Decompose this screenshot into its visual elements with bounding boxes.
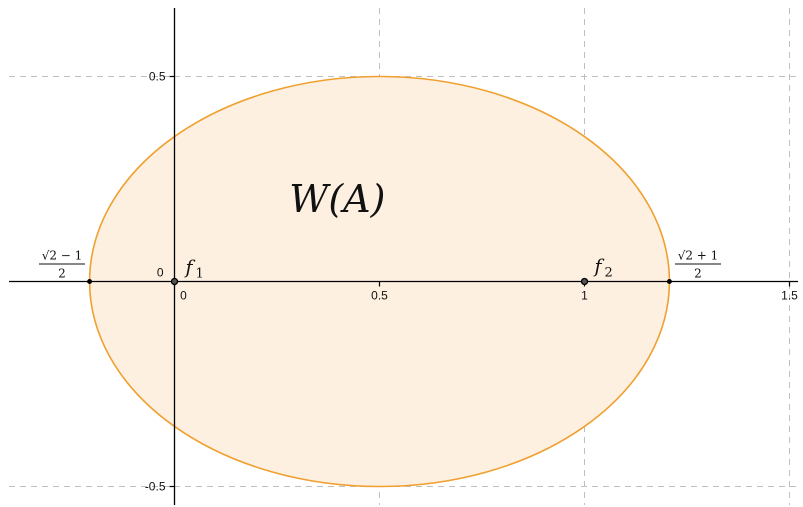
focus-1-point [170, 277, 179, 286]
x-tick-label: 1 [581, 289, 588, 303]
y-tick-label: -0.5 [145, 480, 166, 494]
focus-1-label: f 1 [184, 257, 204, 282]
x-tick-label: 1.5 [781, 289, 798, 303]
region-label: W(A) [289, 177, 385, 221]
left-vertex-label: √2 − 1 2 [39, 249, 85, 281]
x-tick-label: 0 [180, 289, 187, 303]
focus-2-subscript: 2 [605, 266, 613, 281]
focus-2-symbol: f [593, 256, 605, 278]
origin-label: 0 [157, 266, 164, 280]
right-vertex-point [666, 279, 672, 284]
right-vertex-label: √2 + 1 2 [675, 249, 721, 281]
focus-2-point [580, 277, 589, 286]
right-vertex-denominator: 2 [694, 267, 702, 281]
left-vertex-denominator: 2 [58, 267, 66, 281]
left-vertex-numerator: √2 − 1 [42, 249, 83, 263]
focus-2-label: f 2 [593, 256, 613, 281]
right-vertex-numerator: √2 + 1 [678, 249, 719, 263]
y-tick-label: 0.5 [149, 70, 166, 84]
focus-1-subscript: 1 [196, 267, 204, 282]
left-vertex-point [87, 279, 93, 284]
x-tick-label: 0.5 [371, 289, 388, 303]
tick-marks: 0 0.5 1 1.5 0.5 -0.5 [145, 70, 798, 494]
focus-1-symbol: f [184, 257, 196, 279]
